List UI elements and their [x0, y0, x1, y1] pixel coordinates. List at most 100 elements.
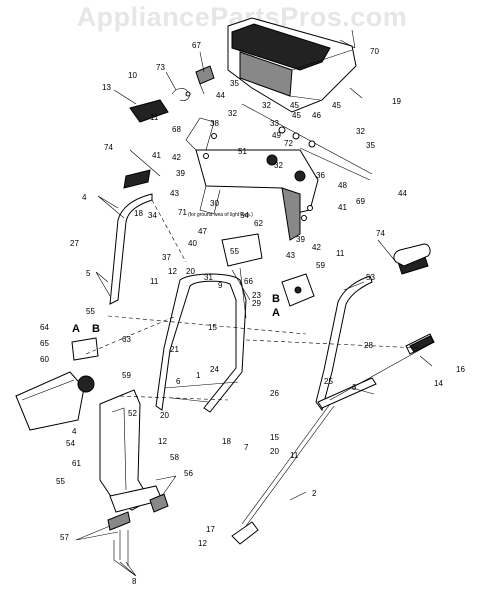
- callout-45a: 45: [290, 101, 299, 110]
- label-B-right: B: [272, 293, 280, 305]
- callout-69: 69: [356, 197, 365, 206]
- callout-6: 6: [176, 377, 181, 386]
- callout-37: 37: [162, 253, 171, 262]
- side-bracket-right: [281, 273, 315, 307]
- callout-20a: 20: [186, 267, 195, 276]
- callout-39a: 39: [176, 169, 185, 178]
- label-A-right: A: [272, 307, 280, 319]
- callout-28: 28: [364, 341, 373, 350]
- chute-rod-3: [317, 341, 435, 409]
- callout-3: 3: [352, 383, 357, 392]
- callout-68: 68: [172, 125, 181, 134]
- callout-66: 66: [244, 277, 253, 286]
- callout-40: 40: [188, 239, 197, 248]
- callout-13: 13: [102, 83, 111, 92]
- bolts-upper: [203, 126, 316, 221]
- callout-39b: 39: [296, 235, 305, 244]
- callout-30: 30: [210, 199, 219, 208]
- headlight: [129, 99, 169, 123]
- callout-26: 26: [270, 389, 279, 398]
- callout-48: 48: [338, 181, 347, 190]
- callout-65: 65: [40, 339, 49, 348]
- chute-crank-2: [241, 333, 435, 527]
- callout-74a: 74: [104, 143, 113, 152]
- callout-19: 19: [392, 97, 401, 106]
- wire-harness: [171, 88, 191, 101]
- callout-32d: 32: [274, 161, 283, 170]
- label-A-top: A: [72, 323, 80, 335]
- callout-44a: 44: [216, 91, 225, 100]
- callout-8: 8: [132, 577, 137, 586]
- callout-62: 62: [254, 219, 263, 228]
- chute-clips: [107, 493, 169, 566]
- assembly-lines: [85, 199, 421, 401]
- callout-43b: 43: [286, 251, 295, 260]
- callout-20b: 20: [160, 411, 169, 420]
- callout-42b: 42: [312, 243, 321, 252]
- callout-41a: 41: [152, 151, 161, 160]
- callout-55b: 55: [86, 307, 95, 316]
- callout-23: 23: [252, 291, 261, 300]
- callout-59b: 59: [122, 371, 131, 380]
- callout-52: 52: [128, 409, 137, 418]
- mid-bracket: [221, 233, 263, 319]
- callout-10: 10: [128, 71, 137, 80]
- callout-71: 71: [178, 208, 187, 217]
- callout-58: 58: [170, 453, 179, 462]
- callout-57: 57: [60, 533, 69, 542]
- callout-7: 7: [244, 443, 249, 452]
- callout-11c: 11: [336, 249, 345, 258]
- callout-15b: 15: [270, 433, 279, 442]
- callout-32a: 32: [262, 101, 271, 110]
- deflector-bracket-59: [71, 337, 99, 393]
- callout-64: 64: [40, 323, 49, 332]
- callout-38: 38: [210, 119, 219, 128]
- chute: [99, 389, 163, 513]
- callout-17: 17: [206, 525, 215, 534]
- callout-47: 47: [198, 227, 207, 236]
- callout-41b: 41: [338, 203, 347, 212]
- callout-5: 5: [86, 269, 91, 278]
- callout-32b: 32: [228, 109, 237, 118]
- callout-54b: 54: [66, 439, 75, 448]
- callout-31: 31: [204, 273, 213, 282]
- callout-56: 56: [184, 469, 193, 478]
- callout-51: 51: [238, 147, 247, 156]
- key-switch: [195, 65, 215, 95]
- callout-12c: 12: [198, 539, 207, 548]
- callout-44b: 44: [398, 189, 407, 198]
- callout-2: 2: [312, 489, 317, 498]
- callout-54a: 54: [240, 211, 249, 220]
- callout-67: 67: [192, 41, 201, 50]
- callout-43a: 43: [170, 189, 179, 198]
- shift-rod: [241, 103, 373, 181]
- callout-59a: 59: [316, 261, 325, 270]
- callout-29: 29: [252, 299, 261, 308]
- hand-grip-right: [393, 243, 431, 267]
- callout-1: 1: [196, 371, 201, 380]
- dash-panel: [227, 17, 357, 113]
- callout-4a: 4: [82, 193, 87, 202]
- chute-deflector-60: [15, 371, 85, 431]
- callout-60: 60: [40, 355, 49, 364]
- callout-9: 9: [218, 281, 223, 290]
- callout-18: 18: [134, 209, 143, 218]
- callout-34: 34: [148, 211, 157, 220]
- callout-18b: 18: [222, 437, 231, 446]
- callout-12a: 12: [168, 267, 177, 276]
- callout-61: 61: [72, 459, 81, 468]
- callout-55a: 55: [230, 247, 239, 256]
- callout-73: 73: [156, 63, 165, 72]
- callout-16: 16: [456, 365, 465, 374]
- callout-24: 24: [210, 365, 219, 374]
- callout-27: 27: [70, 239, 79, 248]
- callout-53: 53: [366, 273, 375, 282]
- callout-35a: 35: [230, 79, 239, 88]
- leader-lines: [75, 29, 433, 577]
- callout-63: 63: [122, 335, 131, 344]
- callout-74b: 74: [376, 229, 385, 238]
- chute-gear: [231, 521, 259, 545]
- callout-33: 33: [270, 119, 279, 128]
- callout-42a: 42: [172, 153, 181, 162]
